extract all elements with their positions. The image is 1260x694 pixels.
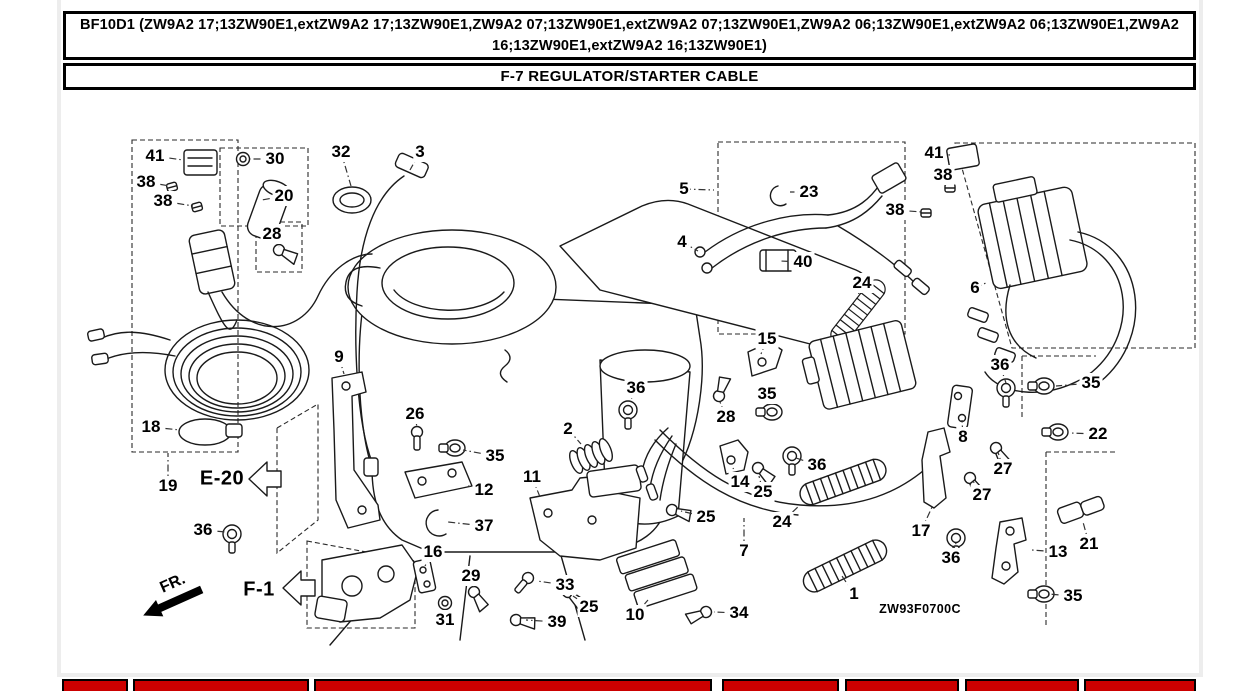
part-callout-36: 36 [805, 455, 829, 475]
part-callout-8: 8 [956, 427, 970, 447]
part-callout-21: 21 [1077, 534, 1101, 554]
part-callout-33: 33 [553, 575, 577, 595]
model-title-box: BF10D1 (ZW9A2 17;13ZW90E1,extZW9A2 17;13… [63, 11, 1196, 60]
part-callout-35: 35 [1079, 373, 1103, 393]
small-brackets-center [664, 341, 802, 523]
part-callout-25: 25 [694, 507, 718, 527]
part-callout-20: 20 [272, 186, 296, 206]
part-callout-35: 35 [483, 446, 507, 466]
part-callout-41: 41 [143, 146, 167, 166]
part-callout-9: 9 [332, 347, 346, 367]
part-callout-26: 26 [403, 404, 427, 424]
part-callout-4: 4 [675, 232, 689, 252]
right-hardware [921, 377, 1105, 603]
part-callout-15: 15 [755, 329, 779, 349]
parts-drawing [86, 139, 1196, 646]
part-callout-37: 37 [472, 516, 496, 536]
part-callout-38: 38 [883, 200, 907, 220]
nav-button-4[interactable] [722, 679, 839, 691]
part-callout-35: 35 [1061, 586, 1085, 606]
part-callout-23: 23 [797, 182, 821, 202]
part-callout-36: 36 [939, 548, 963, 568]
part-callout-31: 31 [433, 610, 457, 630]
part-callout-32: 32 [329, 142, 353, 162]
part-callout-16: 16 [421, 542, 445, 562]
center-regulator [801, 320, 917, 410]
ref-arrows [143, 461, 316, 617]
footer-nav-bar [0, 679, 1260, 691]
nav-button-7[interactable] [1084, 679, 1196, 691]
part-callout-27: 27 [991, 459, 1015, 479]
nav-button-3[interactable] [314, 679, 712, 691]
part-callout-28: 28 [260, 224, 284, 244]
part-callout-19: 19 [156, 476, 180, 496]
ref-label-e-20: E-20 [197, 467, 247, 491]
ref-label-f-1: F-1 [241, 578, 277, 602]
frame-border-left [57, 0, 61, 677]
part-callout-22: 22 [1086, 424, 1110, 444]
part-callout-36: 36 [191, 520, 215, 540]
section-title-box: F-7 REGULATOR/STARTER CABLE [63, 63, 1196, 90]
regulator-assembly [967, 176, 1137, 393]
battery-cable-group [86, 149, 373, 554]
nav-button-5[interactable] [845, 679, 959, 691]
part-callout-27: 27 [970, 485, 994, 505]
part-callout-7: 7 [737, 541, 751, 561]
section-title: F-7 REGULATOR/STARTER CABLE [500, 68, 759, 85]
part-callout-34: 34 [727, 603, 751, 623]
mount-bracket-group [314, 544, 490, 623]
part-callout-2: 2 [561, 419, 575, 439]
part-callout-38: 38 [134, 172, 158, 192]
nav-button-6[interactable] [965, 679, 1079, 691]
part-callout-25: 25 [577, 597, 601, 617]
part-callout-5: 5 [677, 179, 691, 199]
part-callout-11: 11 [521, 467, 543, 487]
model-title: BF10D1 (ZW9A2 17;13ZW90E1,extZW9A2 17;13… [80, 16, 1179, 54]
part-callout-38: 38 [151, 191, 175, 211]
drawing-code: ZW93F0700C [879, 602, 961, 616]
nav-button-1[interactable] [62, 679, 128, 691]
frame-border-right [1199, 0, 1203, 677]
part-callout-25: 25 [751, 482, 775, 502]
part-callout-38: 38 [931, 165, 955, 185]
part-callout-24: 24 [770, 512, 794, 532]
part-callout-24: 24 [850, 273, 874, 293]
part-callout-6: 6 [968, 278, 982, 298]
part-callout-1: 1 [847, 584, 861, 604]
part-callout-14: 14 [728, 472, 752, 492]
part-callout-30: 30 [263, 149, 287, 169]
front-direction-arrow [143, 585, 204, 617]
part-callout-35: 35 [755, 384, 779, 404]
part-callout-36: 36 [624, 378, 648, 398]
part-callout-28: 28 [714, 407, 738, 427]
part-callout-10: 10 [623, 605, 647, 625]
part-callout-13: 13 [1046, 542, 1070, 562]
part-callout-17: 17 [909, 521, 933, 541]
nav-button-2[interactable] [133, 679, 309, 691]
part-callout-36: 36 [988, 355, 1012, 375]
part-callout-41: 41 [922, 143, 946, 163]
starter-cable [355, 152, 429, 477]
part-callout-39: 39 [545, 612, 569, 632]
part-callout-18: 18 [139, 417, 163, 437]
center-brackets [331, 371, 714, 631]
part-callout-12: 12 [472, 480, 496, 500]
frame-border-bottom [57, 673, 1203, 677]
part-callout-3: 3 [413, 142, 427, 162]
part-callout-40: 40 [791, 252, 815, 272]
leader-lines [145, 151, 1099, 623]
part-callout-29: 29 [459, 566, 483, 586]
wire-harness-group [635, 143, 980, 597]
